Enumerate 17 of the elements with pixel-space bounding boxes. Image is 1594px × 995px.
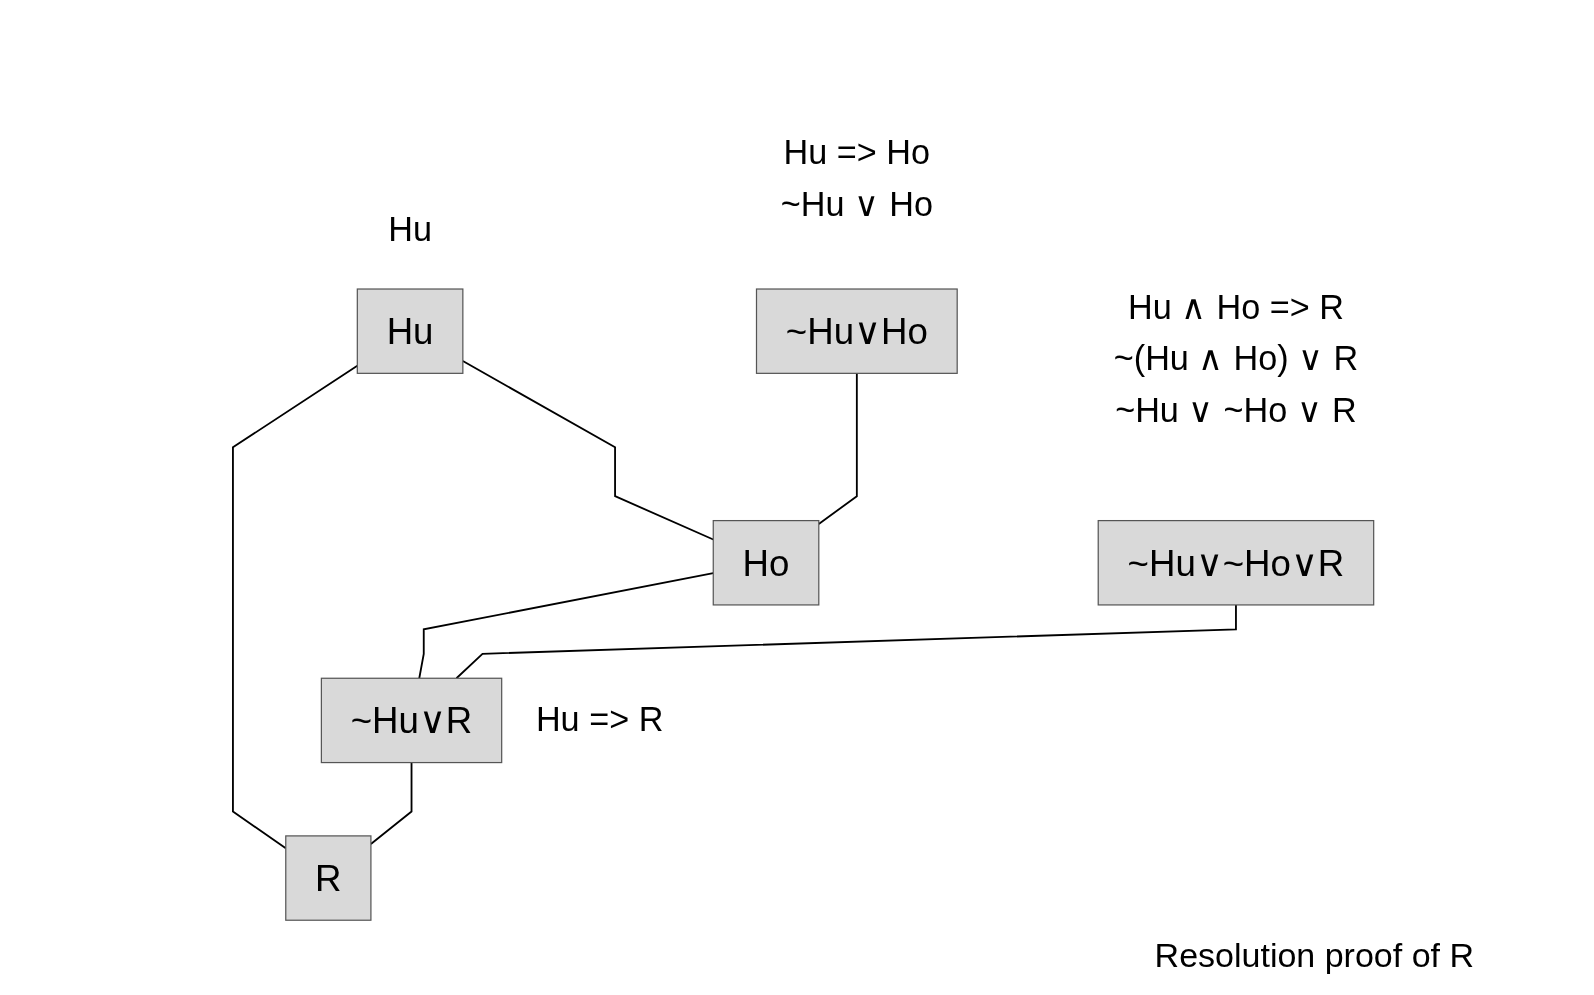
node-box: R (285, 835, 372, 921)
connector (370, 761, 413, 845)
node-box: Ho (712, 520, 820, 606)
connector (817, 372, 858, 525)
node-box: ~Hu∨Ho (755, 288, 958, 374)
node-label: ~Hu ∨ Ho (780, 185, 933, 224)
connector (455, 604, 1237, 680)
node-label: ~Hu ∨ ~Ho ∨ R (1115, 391, 1357, 429)
node-label: Hu ∧ Ho => R (1128, 288, 1344, 327)
node-box: ~Hu∨R (320, 677, 503, 764)
node-label: ~(Hu ∧ Ho) ∨ R (1113, 339, 1359, 378)
node-label: Hu => Ho (783, 133, 931, 172)
node-box: Hu (356, 288, 464, 374)
caption: Resolution proof of R (1154, 936, 1474, 975)
node-box: ~Hu∨~Ho∨R (1097, 520, 1375, 606)
node-label: Hu => R (535, 700, 664, 739)
node-label: Hu (388, 210, 432, 249)
